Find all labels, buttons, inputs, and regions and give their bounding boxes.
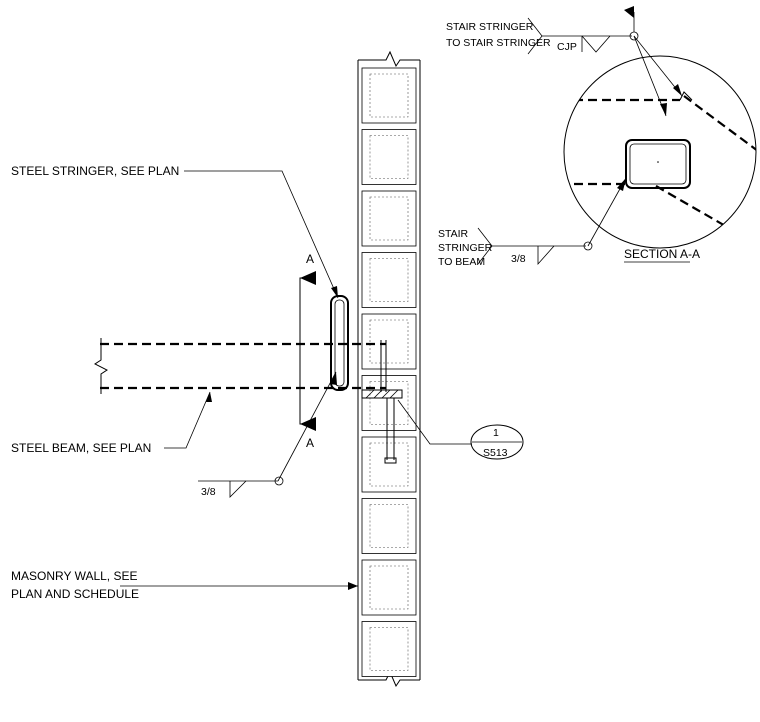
svg-text:CJP: CJP <box>557 41 577 53</box>
label-masonry-wall: MASONRY WALL, SEE PLAN AND SCHEDULE <box>11 569 358 601</box>
masonry-block-core <box>369 258 409 302</box>
masonry-block <box>361 559 417 616</box>
masonry-block <box>361 436 417 493</box>
masonry-block <box>361 67 417 124</box>
beam-break-mark <box>94 338 108 394</box>
weld-symbol-cjp: STAIR STRINGER TO STAIR STRINGER CJP <box>446 6 683 117</box>
svg-text:STEEL BEAM, SEE PLAN: STEEL BEAM, SEE PLAN <box>11 441 151 455</box>
weld-symbol-main: 3/8 <box>198 371 337 498</box>
svg-text:MASONRY WALL, SEE: MASONRY WALL, SEE <box>11 569 138 583</box>
masonry-block <box>361 621 417 677</box>
masonry-block-core <box>369 627 409 671</box>
svg-text:3/8: 3/8 <box>201 486 216 498</box>
weld-symbol-stringer-to-beam: STAIR STRINGER TO BEAM 3/8 <box>438 177 627 268</box>
steel-stringer <box>330 295 349 391</box>
bearing-plate <box>361 389 403 399</box>
masonry-block <box>361 252 417 308</box>
masonry-wall <box>357 50 421 688</box>
steel-beam <box>94 338 387 394</box>
svg-text:3/8: 3/8 <box>511 253 526 265</box>
field-weld-flag-icon <box>624 6 634 18</box>
section-a-a-detail: SECTION A-A <box>563 55 757 263</box>
masonry-block-core <box>369 442 409 487</box>
svg-text:STRINGER: STRINGER <box>438 242 493 254</box>
anchor-bolt <box>384 398 397 464</box>
section-arrow-top <box>300 271 316 285</box>
masonry-block-core <box>369 381 409 425</box>
svg-text:STAIR: STAIR <box>438 228 469 240</box>
section-mark-bottom: A <box>306 436 314 450</box>
masonry-block-core <box>369 504 409 548</box>
label-steel-stringer: STEEL STRINGER, SEE PLAN <box>11 164 339 299</box>
svg-text:PLAN AND SCHEDULE: PLAN AND SCHEDULE <box>11 587 139 601</box>
svg-text:TO STAIR STRINGER: TO STAIR STRINGER <box>446 37 551 49</box>
detail-callout: 1 S513 <box>397 399 524 460</box>
wall-break-top <box>358 50 420 68</box>
masonry-block <box>361 498 417 554</box>
svg-text:TO BEAM: TO BEAM <box>438 256 485 268</box>
masonry-block-core <box>369 565 409 610</box>
masonry-block-core <box>369 196 409 241</box>
svg-text:STEEL STRINGER, SEE PLAN: STEEL STRINGER, SEE PLAN <box>11 164 179 178</box>
section-cut-line: A A <box>299 252 316 450</box>
svg-text:STAIR STRINGER: STAIR STRINGER <box>446 21 534 33</box>
masonry-block-core <box>369 73 409 118</box>
masonry-block-core <box>369 135 409 179</box>
label-steel-beam: STEEL BEAM, SEE PLAN <box>11 391 212 455</box>
masonry-block <box>361 313 417 370</box>
section-title: SECTION A-A <box>624 247 700 261</box>
masonry-block <box>361 375 417 431</box>
masonry-block-core <box>369 319 409 364</box>
masonry-block <box>361 129 417 185</box>
detail-number: 1 <box>493 427 499 439</box>
detail-sheet: S513 <box>483 447 508 459</box>
masonry-blocks <box>361 67 417 677</box>
section-mark-top: A <box>306 252 314 266</box>
masonry-block <box>361 190 417 247</box>
wall-break-bottom <box>358 670 420 688</box>
